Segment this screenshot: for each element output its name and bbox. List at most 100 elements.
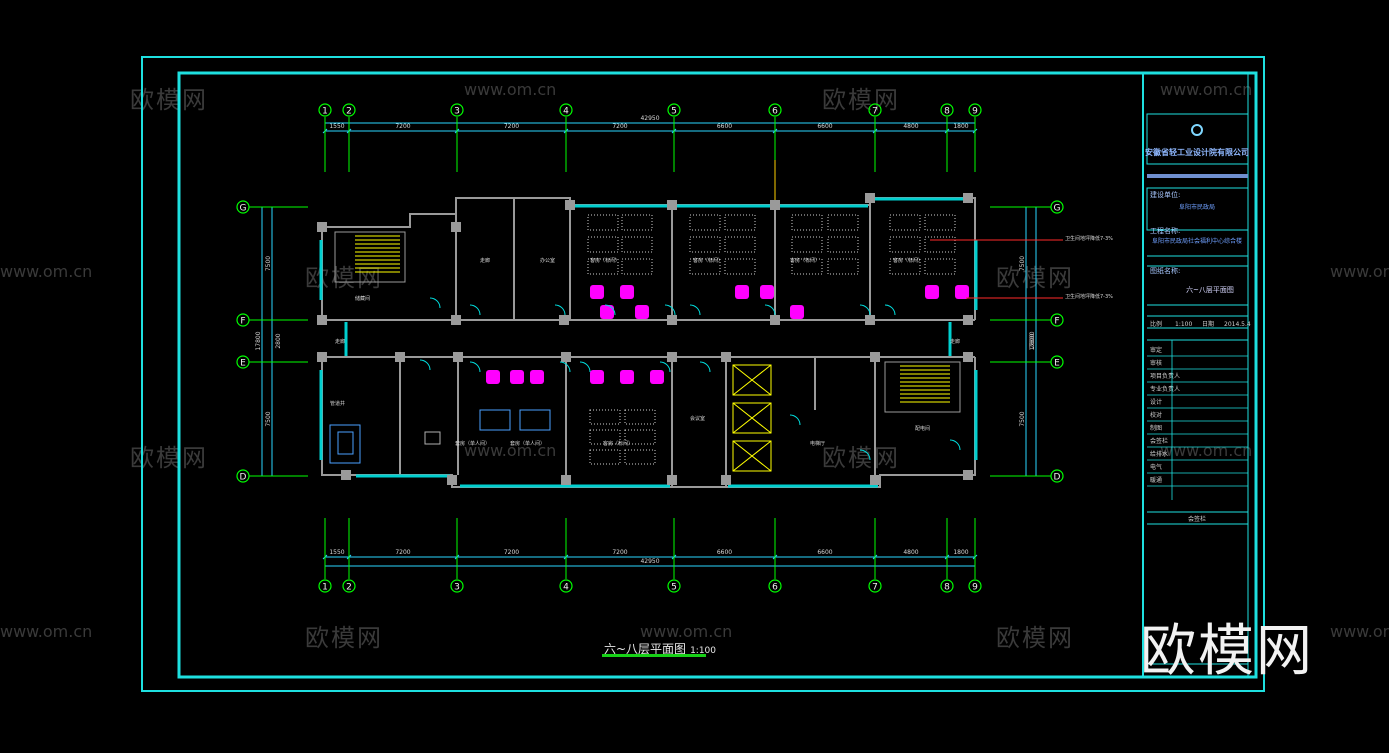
drawing-name-value: 六~八层平面图 — [1186, 285, 1234, 294]
column — [721, 352, 731, 362]
watermark-url: www.om.cn — [640, 622, 733, 641]
bay-dimension: 7200 — [504, 549, 519, 556]
title-block-row-label: 暖通 — [1150, 476, 1162, 484]
watermark-url: www.om.cn — [0, 622, 93, 641]
door-swing — [554, 304, 566, 316]
column — [870, 475, 880, 485]
bed — [587, 258, 619, 275]
bed — [587, 236, 619, 253]
inner-frame — [177, 71, 1258, 679]
depth-dimension: 17800 — [1029, 331, 1036, 350]
column — [667, 352, 677, 362]
door-swing — [789, 414, 801, 426]
watermark-url: www.om.cn — [1330, 262, 1389, 281]
bathroom-fixture — [590, 370, 604, 384]
column — [667, 315, 677, 325]
axis-bubble — [968, 103, 982, 117]
plan-scale: 1:100 — [690, 646, 716, 656]
bay-dimension: 1550 — [329, 549, 344, 556]
bed — [724, 214, 756, 231]
bay-dimension: 1800 — [953, 549, 968, 556]
room-label: 电梯厅 — [810, 440, 825, 447]
depth-dimension: 7500 — [1019, 256, 1026, 271]
column — [317, 222, 327, 232]
bed — [889, 258, 921, 275]
column — [667, 200, 677, 210]
axis-number: 1 — [322, 583, 328, 593]
bathroom-fixture — [760, 285, 774, 299]
axis-bubble — [342, 579, 356, 593]
room-label: 储藏间 — [355, 295, 370, 302]
title-block-row-label: 审核 — [1150, 359, 1162, 367]
column — [451, 315, 461, 325]
column — [395, 352, 405, 362]
bed — [589, 429, 621, 445]
room-label: 客房（标间） — [590, 257, 620, 264]
room-label: 走廊 — [335, 338, 345, 345]
door-swing — [699, 361, 711, 373]
countersign-label: 会签栏 — [1188, 515, 1206, 523]
door-swing — [859, 449, 871, 461]
plan-title-underline — [602, 654, 706, 657]
axis-letter: G — [1054, 204, 1061, 214]
axis-bubble — [559, 579, 573, 593]
axis-number: 3 — [454, 583, 460, 593]
bed — [624, 429, 656, 445]
door-swing — [469, 304, 481, 316]
column — [865, 193, 875, 203]
date-label: 日期 — [1202, 320, 1214, 328]
door-swing — [664, 304, 676, 316]
watermark-brand: 欧模网 — [996, 264, 1074, 292]
door-swing — [559, 361, 571, 373]
axis-letter: E — [1054, 359, 1060, 369]
bed — [724, 236, 756, 253]
title-block-row-label: 专业负责人 — [1150, 385, 1180, 393]
column — [870, 352, 880, 362]
title-block-row-label: 会签栏 — [1150, 437, 1168, 445]
stair-west — [334, 231, 406, 283]
depth-dimension: 2800 — [275, 333, 282, 348]
watermark-url: www.om.cn — [1160, 441, 1253, 460]
axis-number: 8 — [944, 583, 950, 593]
axis-bubble — [940, 103, 954, 117]
outer-frame — [141, 56, 1265, 692]
axis-number: 1 — [322, 107, 328, 117]
bed — [589, 409, 621, 425]
bed — [624, 409, 656, 425]
watermark-url: www.om.cn — [464, 441, 557, 460]
room-label: 套房（单人间） — [510, 440, 545, 447]
bed — [624, 449, 656, 465]
watermark-brand: 欧模网 — [822, 444, 900, 472]
bed — [791, 236, 823, 253]
axis-number: 6 — [772, 583, 778, 593]
column — [963, 470, 973, 480]
bathroom-fixture — [600, 305, 614, 319]
axis-number: 2 — [346, 583, 352, 593]
column — [561, 352, 571, 362]
column — [565, 200, 575, 210]
depth-dimension: 7500 — [265, 256, 272, 271]
bed — [791, 258, 823, 275]
bed — [827, 236, 859, 253]
floor-plan: 客房（标间）客房（标间）客房（标间）客房（标间）客房（标间）套房（单人间）套房（… — [317, 160, 1063, 488]
door-swing — [884, 304, 896, 316]
axis-bubble — [450, 103, 464, 117]
column — [770, 200, 780, 210]
title-block-row-label: 校对 — [1150, 411, 1162, 419]
company-name: 安徽省轻工业设计院有限公司 — [1145, 147, 1249, 157]
axis-bubble — [318, 103, 332, 117]
annotation-1: 卫生间地坪降低7-3% — [1065, 235, 1113, 242]
bay-dimension: 7200 — [395, 549, 410, 556]
scale-label: 比例 — [1150, 320, 1162, 328]
watermark-url: www.om.cn — [1330, 622, 1389, 641]
axis-bubble — [868, 579, 882, 593]
room-label: 客房（标间） — [790, 257, 820, 264]
room-label: 办公室 — [540, 257, 555, 264]
brand-watermark: 欧模网 — [1140, 619, 1314, 684]
axis-number: 6 — [772, 107, 778, 117]
stair-east — [884, 361, 961, 413]
bed — [827, 258, 859, 275]
project-value: 阜阳市民政局 — [1179, 203, 1215, 211]
scale-value: 1:100 — [1175, 321, 1192, 328]
